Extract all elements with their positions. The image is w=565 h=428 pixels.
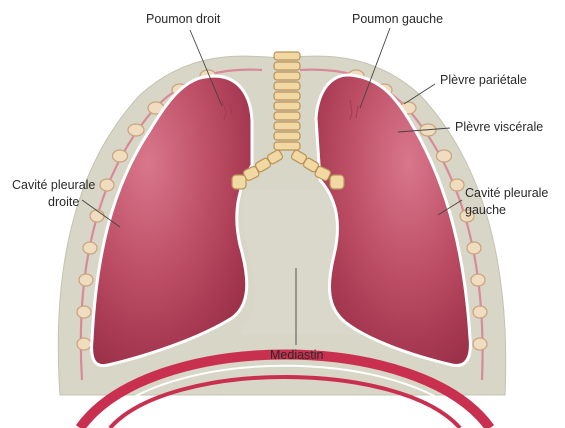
label-poumon-droit: Poumon droit (146, 12, 220, 27)
label-cavite-gauche-1: Cavité pleurale (465, 186, 548, 201)
label-mediastin: Mediastin (270, 348, 324, 363)
label-plevre-viscerale: Plèvre viscérale (455, 120, 543, 135)
lung-right (92, 76, 252, 366)
label-plevre-parietale: Plèvre pariétale (440, 73, 527, 88)
label-poumon-gauche: Poumon gauche (352, 12, 443, 27)
label-cavite-droite-2: droite (48, 195, 79, 210)
label-cavite-droite-1: Cavité pleurale (12, 178, 95, 193)
label-cavite-gauche-2: gauche (465, 203, 506, 218)
